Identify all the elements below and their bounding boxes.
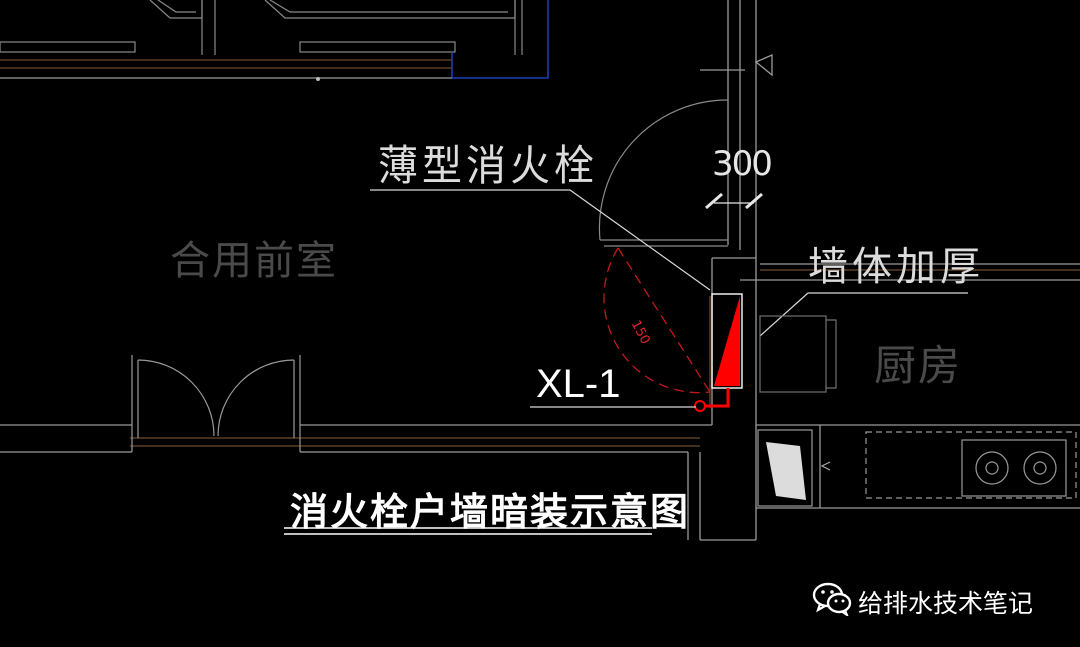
brown-lines <box>0 59 1080 447</box>
blue-line <box>451 0 549 79</box>
hydrant-door-swing <box>603 247 711 394</box>
leaders <box>370 189 968 408</box>
brand-name: 给排水技术笔记 <box>858 589 1034 618</box>
lobby-door <box>598 99 729 247</box>
kitchen-fixtures <box>757 315 1077 507</box>
label-thin-hydrant: 薄型消火栓 <box>378 142 598 191</box>
title-underline <box>284 527 652 535</box>
upper-fixtures <box>0 0 523 55</box>
label-kitchen: 厨房 <box>874 341 963 390</box>
dimension-300 <box>705 192 763 210</box>
walls <box>0 0 1080 541</box>
label-wall-thickening: 墙体加厚 <box>808 244 984 290</box>
riser-label: XL-1 <box>536 362 621 406</box>
double-door <box>131 355 301 452</box>
wechat-icon <box>812 582 852 616</box>
dimension-label: 300 <box>712 144 773 184</box>
hydrant-symbol <box>694 293 743 412</box>
label-shared-lobby: 合用前室 <box>170 238 338 284</box>
diagram-title: 消火栓户墙暗装示意图 <box>290 490 691 534</box>
